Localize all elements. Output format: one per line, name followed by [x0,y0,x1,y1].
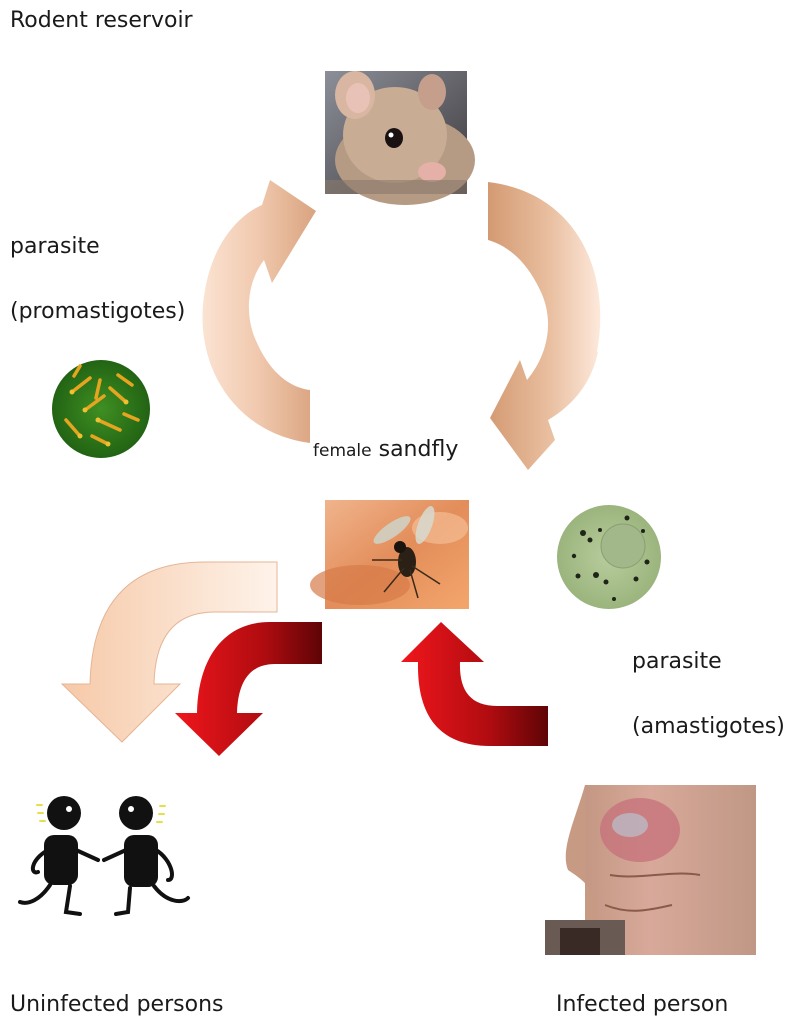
stick-figures-clipart [20,796,188,914]
promastigote-micrograph [52,360,150,458]
sandfly-bite-arrow-red [175,622,322,756]
rodent-photo [325,71,475,205]
sandfly-to-rodent-arrow [202,180,316,443]
infected-to-sandfly-arrow-red [401,622,548,746]
skin-lesion-photo [545,785,756,955]
sandfly-photo [310,500,469,609]
amastigote-micrograph [557,505,661,609]
rodent-to-sandfly-arrow [488,182,600,470]
